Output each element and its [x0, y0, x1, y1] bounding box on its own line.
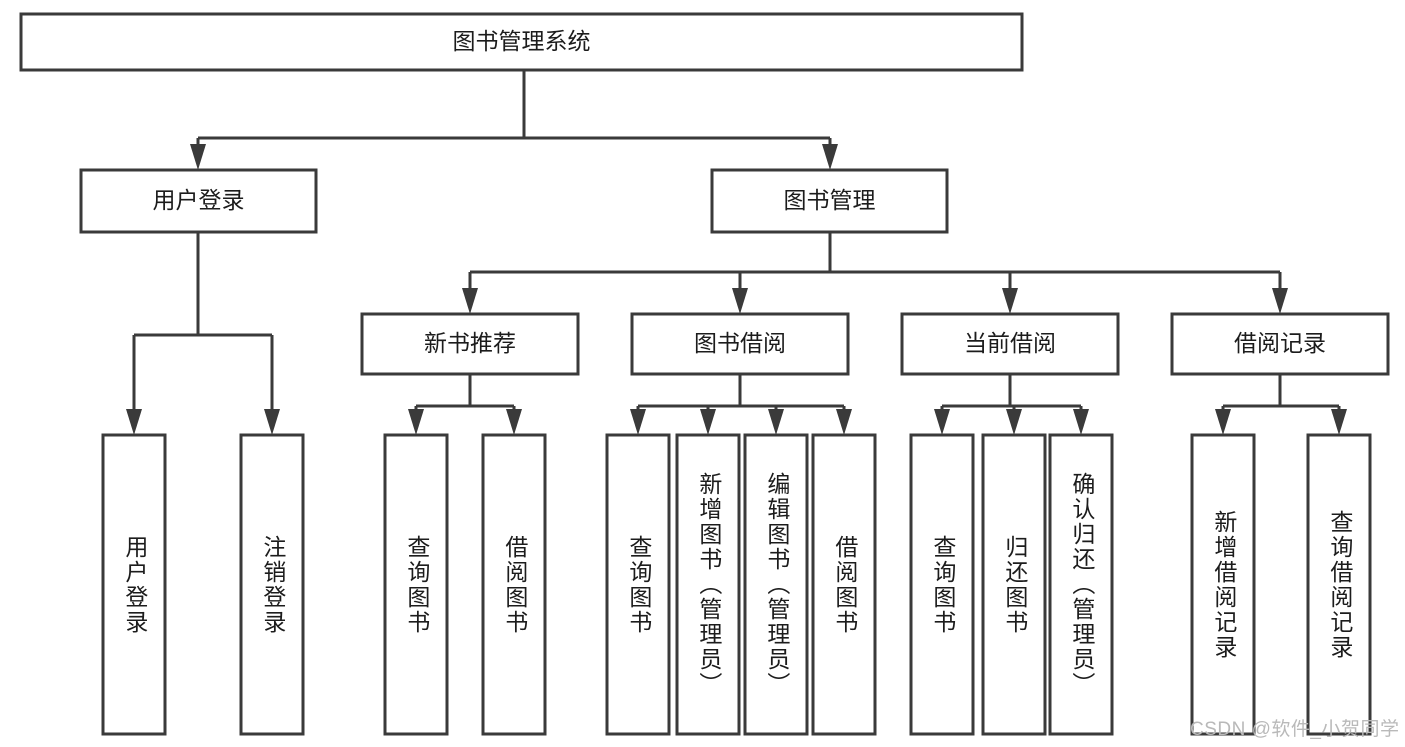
- node-new-book-rec-box[interactable]: [360, 312, 580, 376]
- node-leaf-confirm-return-box[interactable]: [1048, 433, 1114, 736]
- node-leaf-edit-book-box[interactable]: [743, 433, 809, 736]
- book-borrow-children-arrow-0: [630, 409, 646, 435]
- root-to-level2-arrow-0: [190, 144, 206, 170]
- user-login-children-arrow-0: [126, 409, 142, 435]
- node-leaf-query-book-2-box[interactable]: [605, 433, 671, 736]
- borrow-record-children-arrow-1: [1331, 409, 1347, 435]
- node-root-label: 图书管理系统: [453, 28, 591, 54]
- node-leaf-query-record-box[interactable]: [1306, 433, 1372, 736]
- book-manage-children-arrow-0: [462, 288, 478, 314]
- new-book-rec-children-arrow-0: [408, 409, 424, 435]
- book-manage-children-arrow-2: [1002, 288, 1018, 314]
- book-borrow-children-arrow-2: [768, 409, 784, 435]
- book-borrow-children-arrow-1: [700, 409, 716, 435]
- node-leaf-query-book-3-box[interactable]: [909, 433, 975, 736]
- node-leaf-user-login-box[interactable]: [101, 433, 167, 736]
- node-borrow-record-label: 借阅记录: [1234, 330, 1326, 356]
- book-borrow-children-arrow-3: [836, 409, 852, 435]
- connectors-layer: [126, 70, 1347, 435]
- node-user-login-label: 用户登录: [153, 187, 245, 213]
- node-book-borrow-box[interactable]: [630, 312, 850, 376]
- node-leaf-borrow-book-1-box[interactable]: [481, 433, 547, 736]
- node-leaf-add-book-box[interactable]: [675, 433, 741, 736]
- user-login-children-arrow-1: [264, 409, 280, 435]
- node-leaf-query-book-1-box[interactable]: [383, 433, 449, 736]
- node-user-login-box[interactable]: [79, 168, 318, 234]
- node-book-borrow-label: 图书借阅: [694, 330, 786, 356]
- node-leaf-add-record-box[interactable]: [1190, 433, 1256, 736]
- node-current-borrow-label: 当前借阅: [964, 330, 1056, 356]
- node-leaf-return-book-box[interactable]: [981, 433, 1047, 736]
- csdn-watermark: CSDN @软件_小贺同学: [1190, 719, 1400, 740]
- node-new-book-rec-label: 新书推荐: [424, 330, 516, 356]
- current-borrow-children-arrow-2: [1073, 409, 1089, 435]
- root-to-level2-arrow-1: [822, 144, 838, 170]
- book-manage-children-arrow-1: [732, 288, 748, 314]
- book-manage-children-arrow-3: [1272, 288, 1288, 314]
- new-book-rec-children-arrow-1: [506, 409, 522, 435]
- current-borrow-children-arrow-1: [1006, 409, 1022, 435]
- node-root-box[interactable]: [19, 12, 1024, 72]
- node-leaf-borrow-book-2-box[interactable]: [811, 433, 877, 736]
- node-borrow-record-box[interactable]: [1170, 312, 1390, 376]
- node-current-borrow-box[interactable]: [900, 312, 1120, 376]
- node-book-manage-label: 图书管理: [784, 187, 876, 213]
- node-book-manage-box[interactable]: [710, 168, 949, 234]
- borrow-record-children-arrow-0: [1215, 409, 1231, 435]
- current-borrow-children-arrow-0: [934, 409, 950, 435]
- node-boxes-layer: [19, 12, 1390, 736]
- node-leaf-user-logout-box[interactable]: [239, 433, 305, 736]
